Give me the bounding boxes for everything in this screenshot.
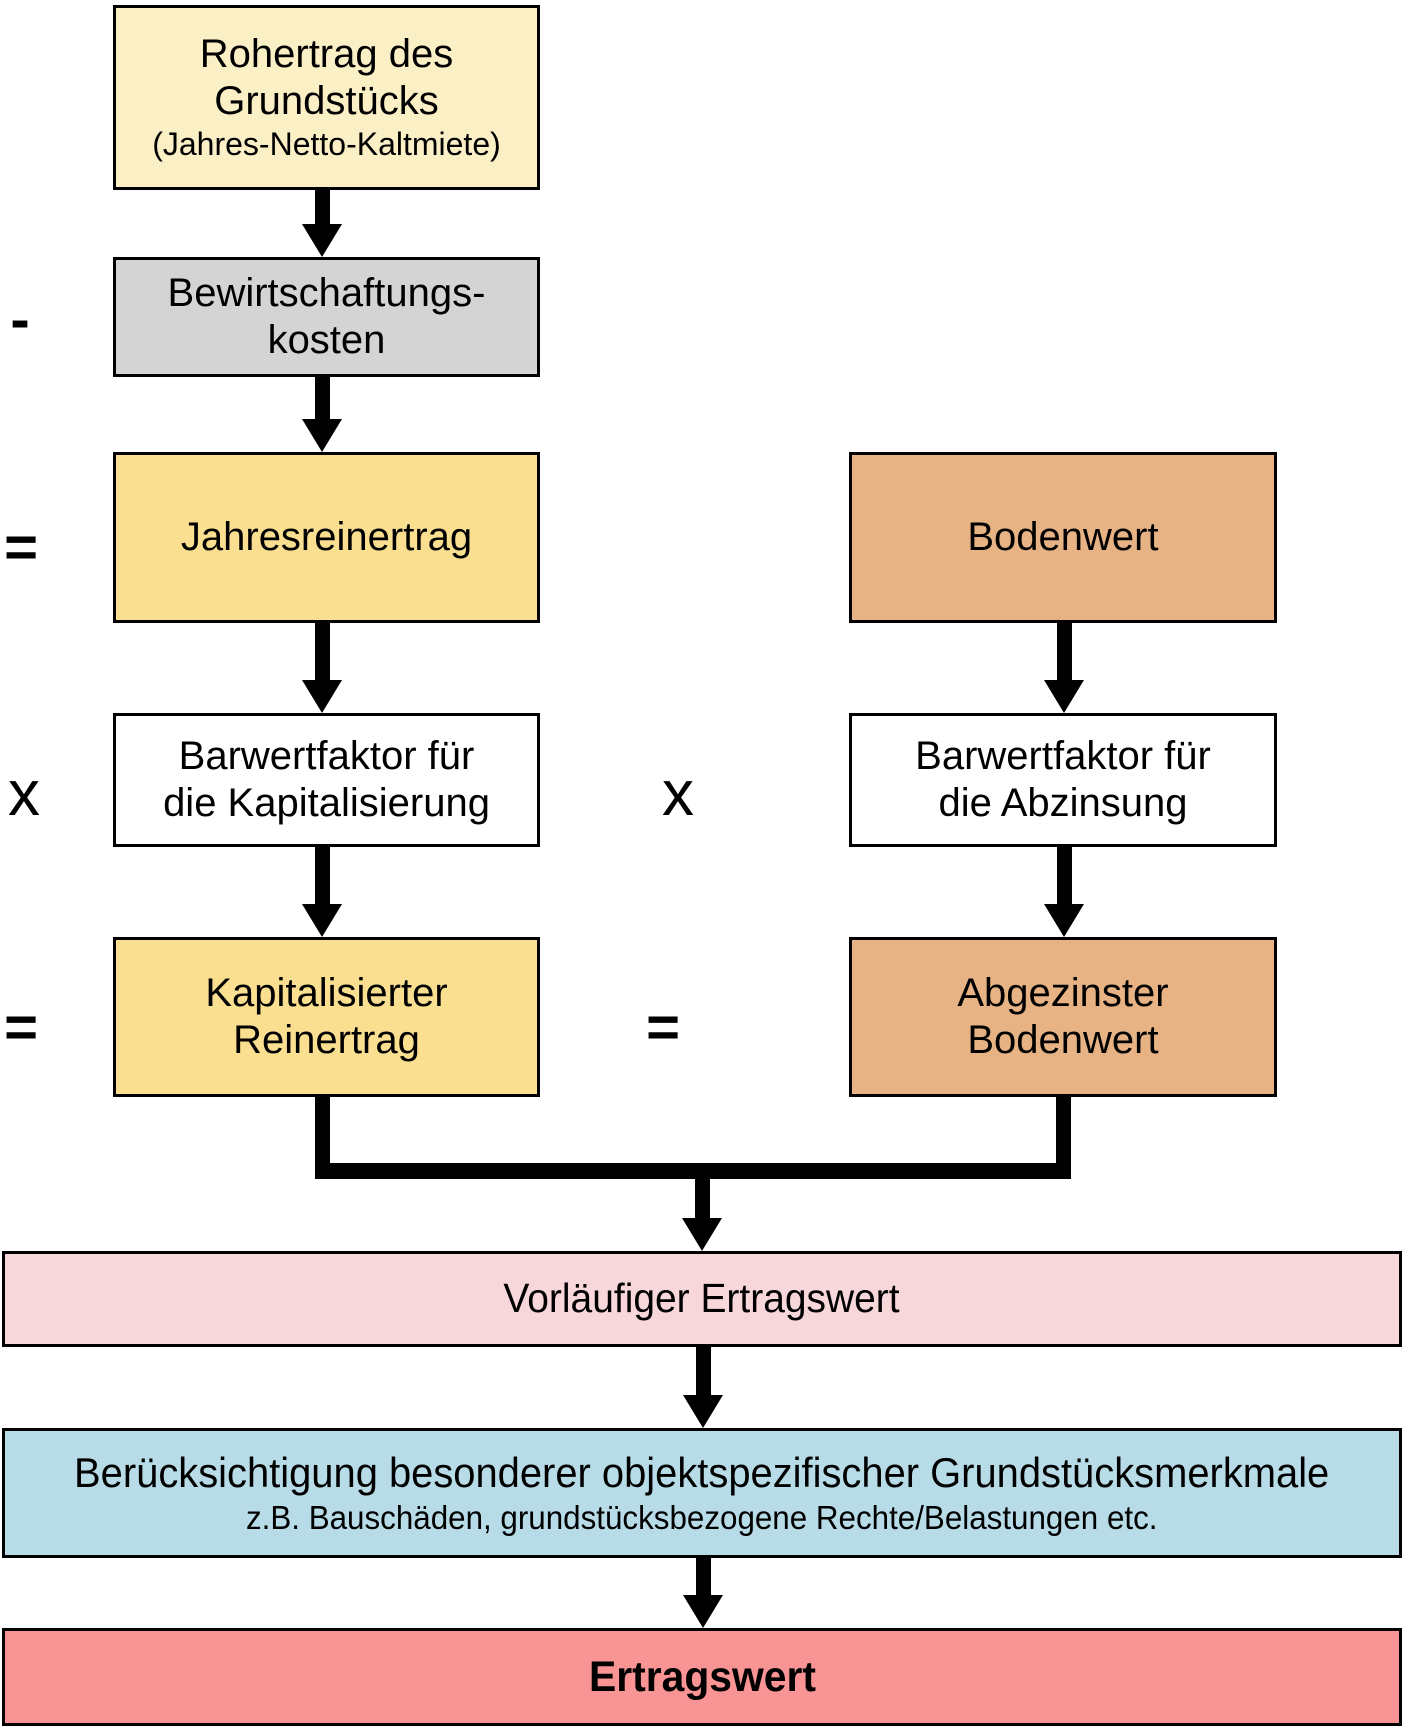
box-rohertrag-subline: (Jahres-Netto-Kaltmiete) <box>152 126 501 163</box>
arrow-head <box>302 680 342 713</box>
merge-connector-right-line <box>1056 1097 1071 1179</box>
arrow-head <box>302 419 342 452</box>
box-barwertfaktor-kapitalisierung: Barwertfaktor für die Kapitalisierung <box>113 713 540 847</box>
box-barwertfaktor-abzinsung-line1: Barwertfaktor für <box>915 734 1211 779</box>
box-barwertfaktor-abzinsung-line2: die Abzinsung <box>938 781 1188 825</box>
merge-connector-bar <box>315 1163 1071 1179</box>
box-abgezinster-bodenwert-line2: Bodenwert <box>967 1018 1159 1062</box>
box-barwertfaktor-abzinsung: Barwertfaktor für die Abzinsung <box>849 713 1277 847</box>
operator-equals-jahresreinertrag: = <box>4 515 38 580</box>
arrow-down-icon <box>1044 623 1084 713</box>
box-abgezinster-bodenwert: Abgezinster Bodenwert <box>849 937 1277 1097</box>
arrow-down-icon <box>302 377 342 452</box>
arrow-shaft <box>1056 847 1072 904</box>
box-rohertrag: Rohertrag des Grundstücks (Jahres-Netto-… <box>113 5 540 190</box>
arrow-head <box>1044 680 1084 713</box>
arrow-shaft <box>1056 623 1072 680</box>
box-bodenwert-label: Bodenwert <box>967 515 1159 560</box>
arrow-head <box>683 1595 723 1628</box>
box-kapitalisierter-reinertrag: Kapitalisierter Reinertrag <box>113 937 540 1097</box>
operator-equals-kapitalisiert: = <box>4 995 38 1060</box>
arrow-head <box>1044 904 1084 937</box>
box-rohertrag-line1: Rohertrag des <box>199 31 454 76</box>
box-bewirtschaftungskosten: Bewirtschaftungs- kosten <box>113 257 540 377</box>
arrow-shaft <box>694 1179 710 1218</box>
arrow-head <box>682 1218 722 1251</box>
box-kapitalisierter-reinertrag-line1: Kapitalisierter <box>205 971 448 1016</box>
box-bodenwert: Bodenwert <box>849 452 1277 623</box>
box-barwertfaktor-kapitalisierung-line1: Barwertfaktor für <box>178 734 475 779</box>
box-abgezinster-bodenwert-line1: Abgezinster <box>957 971 1169 1016</box>
arrow-down-icon <box>682 1179 722 1251</box>
arrow-down-icon <box>1044 847 1084 937</box>
merge-connector-left-line <box>315 1097 330 1179</box>
arrow-down-icon <box>302 847 342 937</box>
box-ertragswert-label: Ertragswert <box>588 1652 816 1701</box>
arrow-down-icon <box>683 1347 723 1428</box>
operator-times-abzinsung: x <box>662 757 694 829</box>
arrow-shaft <box>314 847 330 904</box>
box-grundstuecksmerkmale-line1: Berücksichtigung besonderer objektspezif… <box>74 1448 1330 1496</box>
arrow-shaft <box>314 377 330 419</box>
box-rohertrag-line2: Grundstücks <box>214 78 439 123</box>
arrow-head <box>302 904 342 937</box>
box-jahresreinertrag-label: Jahresreinertrag <box>180 515 473 560</box>
box-kapitalisierter-reinertrag-line2: Reinertrag <box>233 1018 420 1062</box>
arrow-down-icon <box>302 190 342 257</box>
arrow-shaft <box>695 1347 711 1395</box>
arrow-down-icon <box>302 623 342 713</box>
box-vorlaeufiger-ertragswert: Vorläufiger Ertragswert <box>2 1251 1402 1347</box>
arrow-shaft <box>314 623 330 680</box>
box-grundstuecksmerkmale: Berücksichtigung besonderer objektspezif… <box>2 1428 1402 1558</box>
box-vorlaeufiger-ertragswert-label: Vorläufiger Ertragswert <box>503 1275 901 1322</box>
arrow-head <box>683 1395 723 1428</box>
box-barwertfaktor-kapitalisierung-line2: die Kapitalisierung <box>163 781 490 825</box>
operator-equals-abgezinst: = <box>646 995 680 1060</box>
box-bewirtschaftungskosten-line2: kosten <box>267 318 386 362</box>
operator-minus: - <box>10 287 30 352</box>
box-grundstuecksmerkmale-subline: z.B. Bauschäden, grundstücksbezogene Rec… <box>246 1498 1158 1536</box>
arrow-down-icon <box>683 1558 723 1628</box>
arrow-shaft <box>314 190 330 224</box>
box-jahresreinertrag: Jahresreinertrag <box>113 452 540 623</box>
box-ertragswert: Ertragswert <box>2 1628 1402 1726</box>
operator-times-kapitalisierung: x <box>8 757 40 829</box>
arrow-shaft <box>695 1558 711 1595</box>
box-bewirtschaftungskosten-line1: Bewirtschaftungs- <box>167 271 486 316</box>
arrow-head <box>302 224 342 257</box>
